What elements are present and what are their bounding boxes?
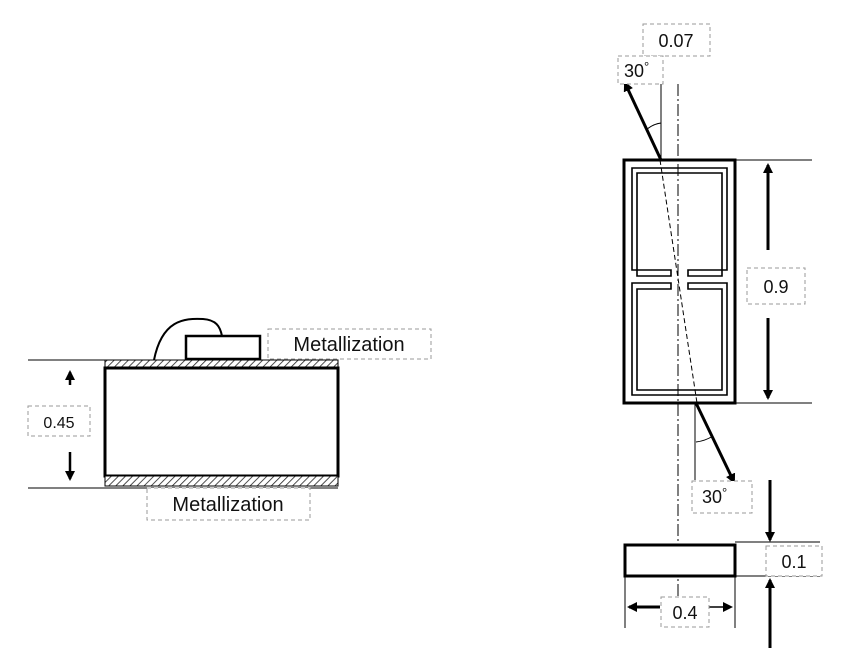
height-label-box xyxy=(746,267,806,305)
bottom-metallization-layer xyxy=(104,475,339,487)
thickness-label: 0.45 xyxy=(43,415,74,432)
tilted-feed-line xyxy=(659,159,698,404)
thickness-label-box xyxy=(27,405,91,437)
angle-bottom-label: 30° xyxy=(702,485,727,507)
left-side-view: 0.45 Metallization Metallization xyxy=(27,317,432,521)
chip-pad xyxy=(184,334,262,361)
dipole-patch-upper xyxy=(631,167,728,277)
end-thickness-label-box xyxy=(765,545,823,577)
top-metallization-label-box xyxy=(267,328,432,360)
offset-label: 0.07 xyxy=(658,31,693,51)
offset-label-box xyxy=(642,23,711,57)
height-label: 0.9 xyxy=(763,277,788,297)
bond-wire xyxy=(153,317,223,361)
width-label-box xyxy=(660,596,710,628)
end-thickness-label: 0.1 xyxy=(781,552,806,572)
angle-top-label-box xyxy=(617,55,664,85)
angle-arrow-top xyxy=(623,81,663,161)
angle-arc-bottom xyxy=(695,435,714,443)
bottom-metallization-label: Metallization xyxy=(172,494,283,516)
angle-top-label: 30° xyxy=(624,59,649,81)
end-view-body xyxy=(623,543,737,578)
width-label: 0.4 xyxy=(672,603,697,623)
degree-symbol-top: ° xyxy=(644,59,649,74)
bottom-metallization-label-box xyxy=(146,487,311,521)
angle-bottom-label-box xyxy=(691,480,753,514)
angle-arrow-bottom xyxy=(694,402,736,484)
substrate-body xyxy=(103,366,340,478)
right-top-view: 0.07 30° 0.9 30° 0.1 0.4 xyxy=(617,23,823,648)
angle-arc-top xyxy=(645,122,662,131)
top-metallization-label: Metallization xyxy=(293,334,404,356)
dipole-patch-lower xyxy=(631,282,728,396)
substrate-outline xyxy=(622,158,737,405)
degree-symbol-bottom: ° xyxy=(722,485,727,500)
